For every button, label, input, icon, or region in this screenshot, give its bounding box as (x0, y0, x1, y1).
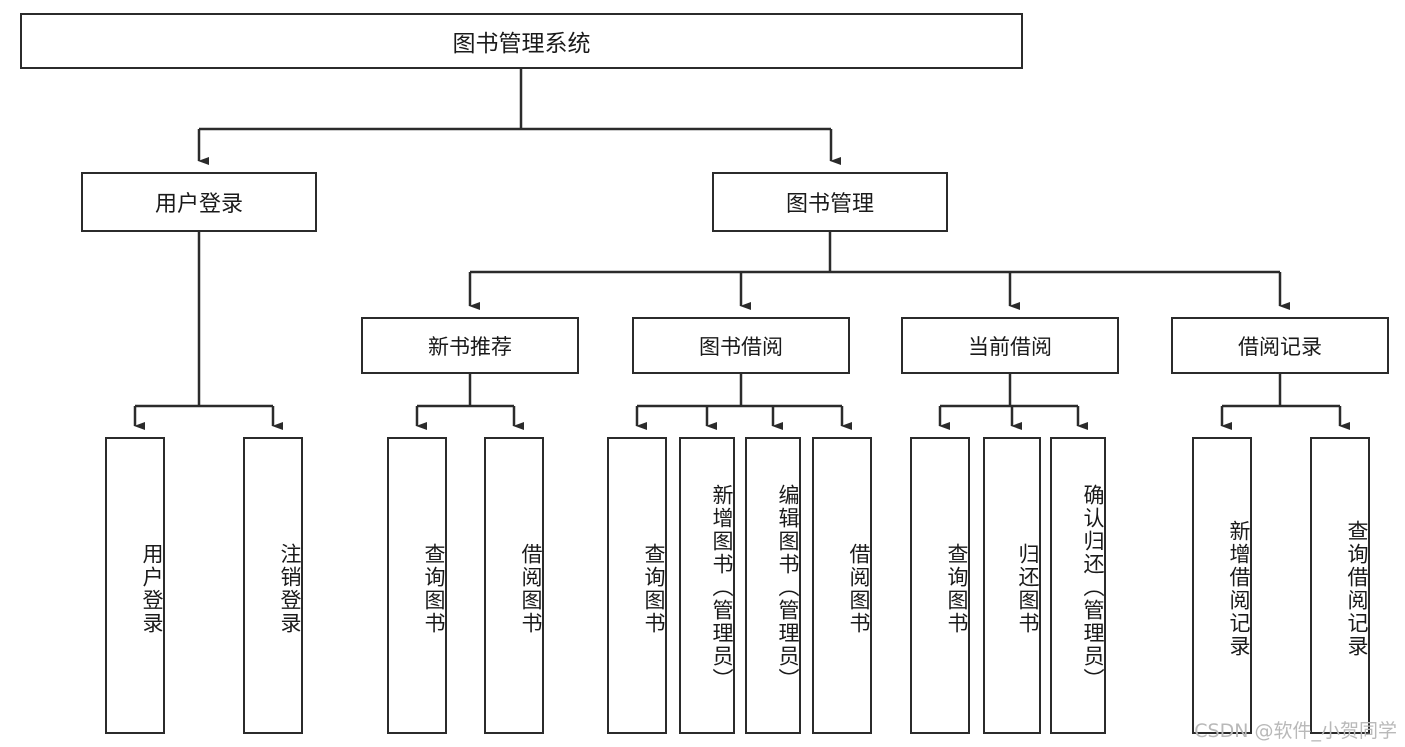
leaf-node-label: 查询图书 (642, 542, 666, 635)
node-borrow-record[interactable]: 借阅记录 (1171, 317, 1389, 374)
leaf-node-label: 查询图书 (422, 542, 446, 635)
leaf-node-label: 查询借阅记录 (1345, 519, 1369, 658)
leaf-node-label: 注销登录 (278, 542, 302, 635)
node-book-manage-label: 图书管理 (785, 192, 874, 217)
leaf-node[interactable]: 借阅图书 (484, 437, 544, 734)
leaf-node-label: 借阅图书 (847, 542, 871, 635)
leaf-node-label: 新增借阅记录 (1227, 519, 1251, 658)
leaf-node[interactable]: 注销登录 (243, 437, 303, 734)
node-borrow-record-label: 借阅记录 (1238, 334, 1322, 359)
leaf-node-label: 用户登录 (140, 542, 164, 635)
node-current-borrow[interactable]: 当前借阅 (901, 317, 1119, 374)
node-book-manage[interactable]: 图书管理 (712, 172, 948, 232)
leaf-node[interactable]: 新增图书（管理员） (679, 437, 735, 734)
leaf-node-label: 编辑图书（管理员） (776, 484, 800, 691)
leaf-node[interactable]: 用户登录 (105, 437, 165, 734)
leaf-node[interactable]: 查询图书 (607, 437, 667, 734)
leaf-node[interactable]: 确认归还（管理员） (1050, 437, 1106, 734)
node-user-login-label: 用户登录 (154, 192, 243, 217)
node-current-borrow-label: 当前借阅 (968, 334, 1052, 359)
node-user-login[interactable]: 用户登录 (81, 172, 317, 232)
leaf-node[interactable]: 查询图书 (910, 437, 970, 734)
leaf-node-label: 归还图书 (1016, 542, 1040, 635)
leaf-node[interactable]: 查询借阅记录 (1310, 437, 1370, 734)
node-root-label: 图书管理系统 (452, 31, 591, 57)
leaf-node-label: 确认归还（管理员） (1081, 484, 1105, 691)
leaf-node-label: 查询图书 (945, 542, 969, 635)
node-book-borrow-label: 图书借阅 (699, 334, 783, 359)
leaf-node[interactable]: 借阅图书 (812, 437, 872, 734)
leaf-node-label: 借阅图书 (519, 542, 543, 635)
leaf-node[interactable]: 归还图书 (983, 437, 1041, 734)
leaf-node[interactable]: 查询图书 (387, 437, 447, 734)
node-book-borrow[interactable]: 图书借阅 (632, 317, 850, 374)
leaf-node[interactable]: 新增借阅记录 (1192, 437, 1252, 734)
leaf-node[interactable]: 编辑图书（管理员） (745, 437, 801, 734)
node-root[interactable]: 图书管理系统 (20, 13, 1023, 69)
node-new-book-recommend-label: 新书推荐 (428, 334, 512, 359)
node-new-book-recommend[interactable]: 新书推荐 (361, 317, 579, 374)
leaf-node-label: 新增图书（管理员） (710, 484, 734, 691)
watermark-text: CSDN @软件_小贺同学 (1194, 720, 1397, 742)
